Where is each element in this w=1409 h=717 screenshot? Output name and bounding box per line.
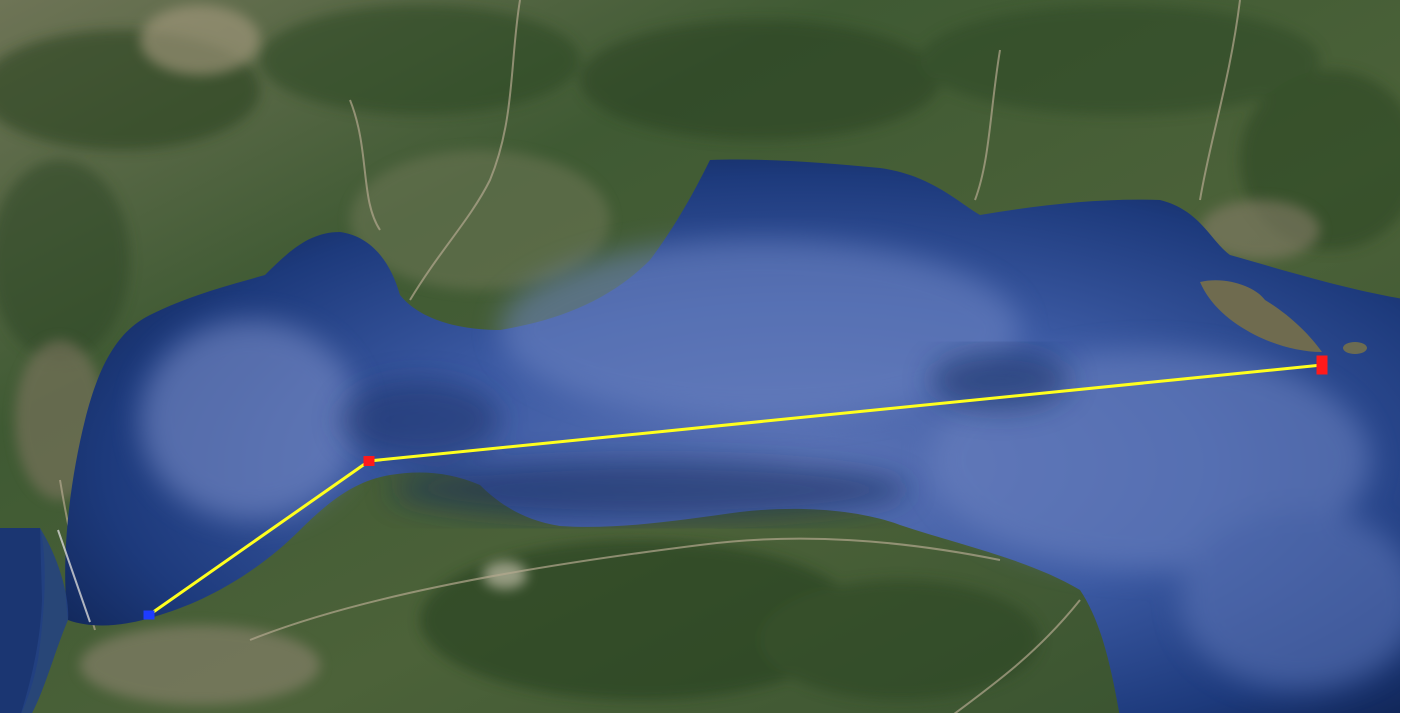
- island: [1200, 280, 1322, 352]
- islet: [1343, 342, 1367, 354]
- water-haze: [140, 240, 1409, 690]
- frame-border-right: [1400, 0, 1409, 717]
- route: [143, 355, 1328, 620]
- frame-border-bottom: [0, 713, 1409, 717]
- valley-texture: [15, 5, 1320, 705]
- end-marker[interactable]: [1316, 355, 1328, 375]
- start-marker[interactable]: [143, 610, 155, 620]
- west-strait-water-2: [20, 528, 69, 717]
- terrain-texture: [0, 5, 1409, 700]
- roads: [59, 0, 1241, 717]
- gulf-water: [65, 159, 1409, 717]
- bridge: [57, 529, 91, 623]
- turn-marker[interactable]: [363, 456, 375, 466]
